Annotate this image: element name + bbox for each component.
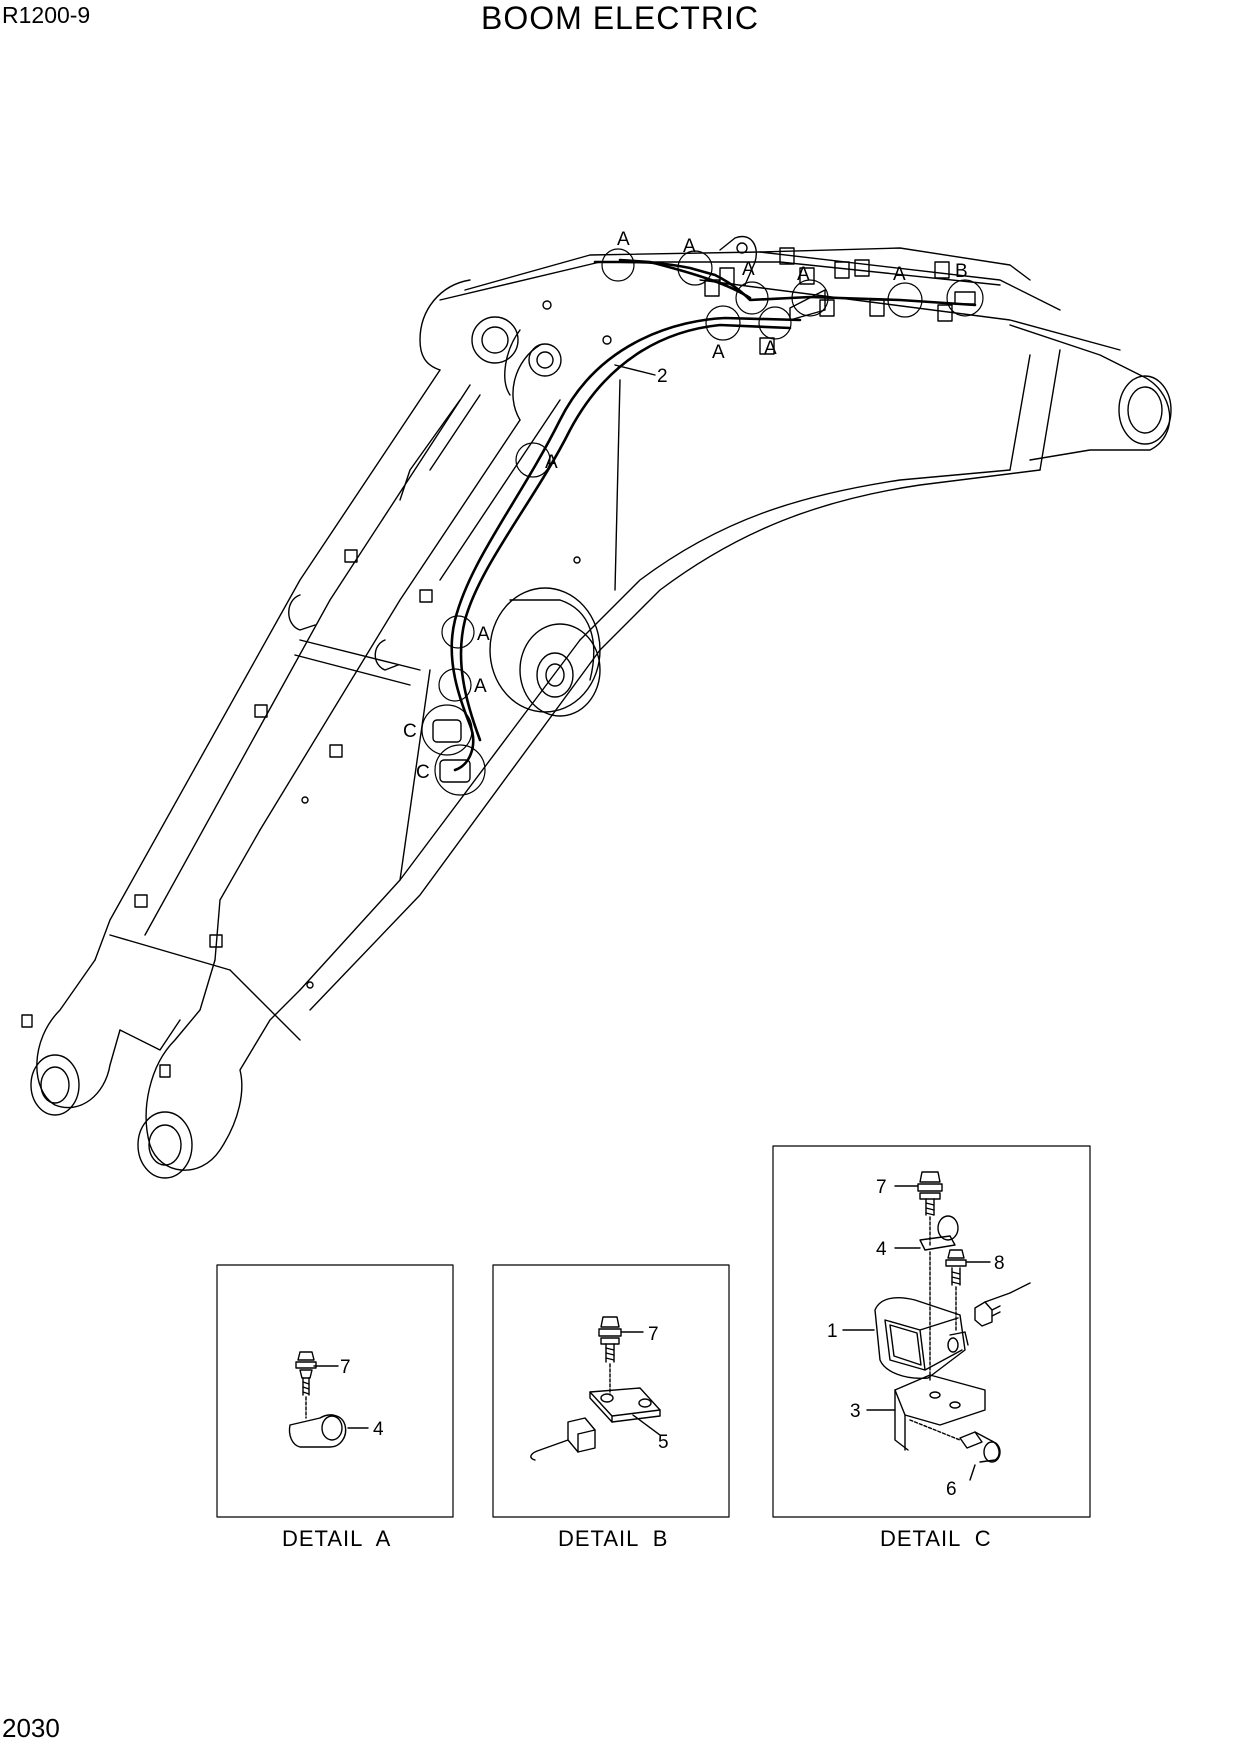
callout-b: B	[955, 261, 968, 282]
detail-a-caption: DETAIL A	[282, 1526, 392, 1551]
callout-a-6: A	[712, 342, 725, 363]
detail-a: 7 4	[216, 1264, 454, 1518]
boom-structure	[21, 235, 1172, 1179]
detail-c-caption: DETAIL C	[880, 1526, 992, 1551]
callout-a-10: A	[474, 676, 487, 697]
callout-a-7: A	[764, 338, 777, 359]
callout-a-2: A	[683, 236, 696, 257]
detail-a-clamp-no: 4	[373, 1419, 384, 1440]
detail-a-bolt-no: 7	[340, 1357, 351, 1378]
detail-c: 7 4 8 1 3 6	[772, 1145, 1091, 1518]
page-title: BOOM ELECTRIC	[481, 0, 759, 36]
detail-c-bolt-right-no: 8	[994, 1253, 1005, 1274]
callout-a-9: A	[477, 624, 490, 645]
detail-c-bolt-top-no: 7	[876, 1177, 887, 1198]
callout-a-5: A	[893, 264, 906, 285]
callout-a-4: A	[797, 264, 810, 285]
detail-c-bracket-no: 3	[850, 1401, 861, 1422]
harness-leader	[614, 364, 656, 376]
detail-c-bolt-bottom-no: 6	[946, 1479, 957, 1500]
wire-harness	[450, 258, 977, 772]
model-code: R1200-9	[2, 2, 91, 28]
callout-c-1: C	[403, 721, 417, 742]
detail-b-caption: DETAIL B	[558, 1526, 669, 1551]
detail-c-clamp-no: 4	[876, 1239, 887, 1260]
detail-b-bolt-no: 7	[648, 1324, 659, 1345]
main-callout-labels: A A A A A B A A A A A C C 2	[403, 229, 968, 783]
detail-b-plate-no: 5	[658, 1432, 669, 1453]
callout-circles	[421, 248, 984, 796]
callout-c-2: C	[416, 762, 430, 783]
callout-a-8: A	[545, 452, 558, 473]
detail-c-lamp-no: 1	[827, 1321, 838, 1342]
callout-harness: 2	[657, 366, 668, 387]
page-number: 2030	[2, 1713, 60, 1743]
callout-a-3: A	[742, 259, 755, 280]
detail-b: 7 5	[492, 1264, 730, 1518]
callout-a-1: A	[617, 229, 630, 250]
connectors	[432, 291, 976, 783]
